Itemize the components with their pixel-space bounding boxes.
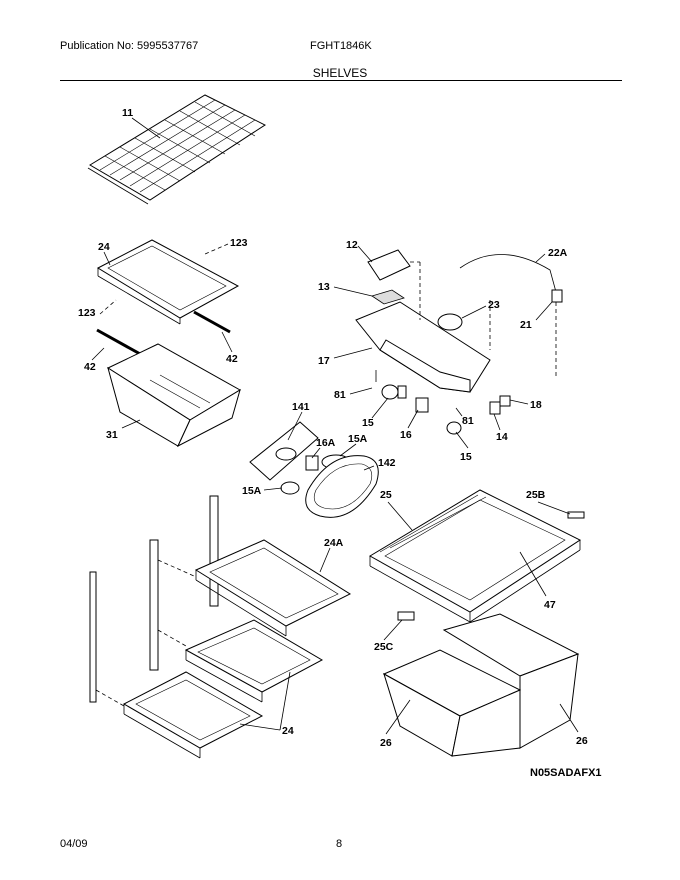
callout-label: 26 xyxy=(380,737,392,749)
model-number: FGHT1846K xyxy=(310,40,372,52)
callout-label: 42 xyxy=(226,353,238,365)
upper-glass-shelf-part xyxy=(96,239,240,325)
callout-label: 14 xyxy=(496,431,508,443)
leader-lines xyxy=(91,117,579,735)
callout-label: 25B xyxy=(526,489,546,501)
diagram-code: N05SADAFX1 xyxy=(530,767,602,779)
callout-labels: 11 24 123 123 42 42 31 12 22A 13 23 21 1… xyxy=(78,107,588,749)
page-number: 8 xyxy=(336,838,343,850)
crisper-drawers-part xyxy=(382,613,580,757)
callout-label: 12 xyxy=(346,239,358,251)
callout-label: 15 xyxy=(460,451,472,463)
callout-label: 123 xyxy=(78,307,96,319)
callout-label: 15 xyxy=(362,417,374,429)
callout-label: 24 xyxy=(282,725,294,737)
control-housing-part xyxy=(355,249,563,393)
callout-label: 123 xyxy=(230,237,248,249)
callout-label: 22A xyxy=(548,247,568,259)
wall-rails-part xyxy=(89,495,219,707)
large-glass-shelf-part xyxy=(369,489,585,623)
callout-label: 17 xyxy=(318,355,330,367)
header-rule xyxy=(60,80,622,81)
callout-label: 16 xyxy=(400,429,412,441)
callout-label: 23 xyxy=(488,299,500,311)
callout-label: 15A xyxy=(242,485,262,497)
callout-label: 13 xyxy=(318,281,330,293)
cantilever-shelves-part xyxy=(122,539,352,759)
callout-label: 11 xyxy=(122,107,133,119)
callout-label: 31 xyxy=(106,429,118,441)
callout-label: 81 xyxy=(462,415,474,427)
callout-label: 142 xyxy=(378,457,396,469)
section-title: SHELVES xyxy=(312,66,368,80)
callout-label: 25C xyxy=(374,641,394,653)
callout-label: 24A xyxy=(324,537,344,549)
callout-label: 21 xyxy=(520,319,532,331)
callout-label: 42 xyxy=(84,361,96,373)
callout-label: 141 xyxy=(292,401,310,413)
publication-number: Publication No: 5995537767 xyxy=(60,40,199,52)
footer-date: 04/09 xyxy=(60,838,88,850)
callout-label: 26 xyxy=(576,735,588,747)
callout-label: 15A xyxy=(348,433,368,445)
light-bulbs-part xyxy=(375,370,511,435)
callout-label: 47 xyxy=(544,599,556,611)
callout-label: 81 xyxy=(334,389,346,401)
callout-label: 18 xyxy=(530,399,542,411)
crisper-pan-part xyxy=(106,343,241,448)
callout-label: 25 xyxy=(380,489,392,501)
light-shield-part xyxy=(249,421,379,518)
callout-label: 16A xyxy=(316,437,336,449)
callout-label: 24 xyxy=(98,241,110,253)
wire-shelf-part xyxy=(87,94,267,205)
